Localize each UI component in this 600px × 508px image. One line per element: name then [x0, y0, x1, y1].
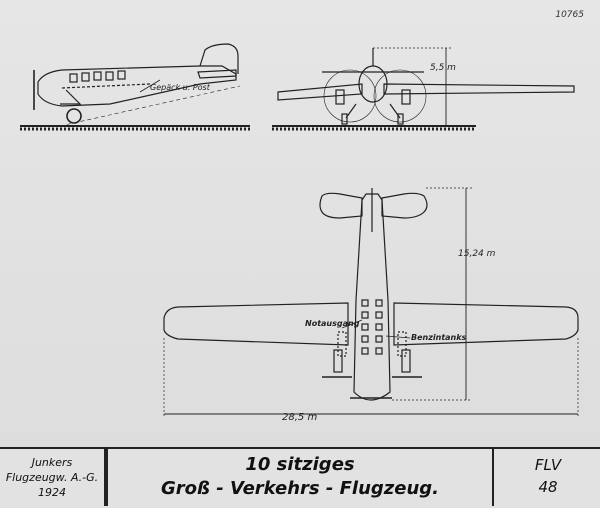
- side-fuselage: [37, 65, 237, 107]
- maker-line1: Junkers: [31, 456, 73, 469]
- top-cabin-seats: [361, 299, 383, 355]
- year: 1924: [38, 486, 66, 499]
- top-view: Notausgang Benzintanks 15,24 m 28,5 m: [163, 187, 579, 423]
- top-engine-left: [333, 349, 343, 373]
- top-exit-leader: [341, 319, 363, 329]
- side-cargo-leader: [139, 79, 161, 93]
- top-length-label: 15,24 m: [458, 249, 496, 259]
- top-tanks-leader: [385, 335, 411, 339]
- front-engine-right: [401, 89, 411, 105]
- top-tailplane-right: [381, 192, 428, 219]
- title-line1: 10 sitziges: [245, 454, 355, 475]
- front-wing-right: [383, 83, 575, 95]
- top-engine-right: [401, 349, 411, 373]
- front-view: 5,5 m: [277, 47, 575, 127]
- side-view: Gepäck u. Post: [33, 43, 241, 127]
- front-wing-left: [277, 83, 363, 101]
- top-wing-right: [393, 302, 579, 346]
- ground-line-side: [20, 125, 250, 131]
- side-cargo-label: Gepäck u. Post: [150, 83, 211, 92]
- side-ground-angle: [59, 85, 241, 127]
- title-cell: 10 sitziges Groß - Verkehrs - Flugzeug.: [106, 449, 494, 506]
- maker-cell: Junkers Flugzeugw. A.-G. 1924: [0, 449, 106, 506]
- top-emergency-exit-label: Notausgang: [305, 319, 360, 328]
- maker-line2: Flugzeugw. A.-G.: [5, 471, 99, 484]
- top-fuel-tanks-label: Benzintanks: [411, 333, 467, 342]
- front-prop-disc-right: [373, 69, 427, 123]
- front-height-label: 5,5 m: [430, 63, 456, 73]
- title-block: Junkers Flugzeugw. A.-G. 1924 10 sitzige…: [0, 447, 600, 508]
- side-tailplane: [197, 69, 237, 79]
- front-wheel-right: [397, 113, 404, 125]
- side-fin: [199, 43, 239, 74]
- top-wing-left: [163, 302, 349, 346]
- side-gear-strut: [60, 89, 82, 105]
- sheet-cell: FLV 48: [492, 449, 600, 506]
- front-gear-struts: [345, 103, 401, 119]
- catalog-number: 10765: [555, 10, 584, 20]
- top-tailplane-left: [319, 192, 363, 219]
- sheet-code: FLV: [534, 456, 562, 474]
- top-fuselage: [353, 193, 391, 401]
- front-engine-left: [335, 89, 345, 105]
- side-windows: [69, 70, 126, 83]
- side-wheel: [66, 108, 82, 124]
- side-wing-root: [61, 83, 151, 89]
- top-span-label: 28,5 m: [282, 412, 317, 423]
- ground-line-front: [272, 125, 476, 131]
- front-wheel-left: [341, 113, 348, 125]
- aircraft-three-view-drawing: Gepäck u. Post 5,5 m: [20, 43, 579, 423]
- sheet-number: 48: [538, 478, 558, 496]
- title-line2: Groß - Verkehrs - Flugzeug.: [160, 478, 439, 499]
- front-prop-disc-left: [323, 69, 377, 123]
